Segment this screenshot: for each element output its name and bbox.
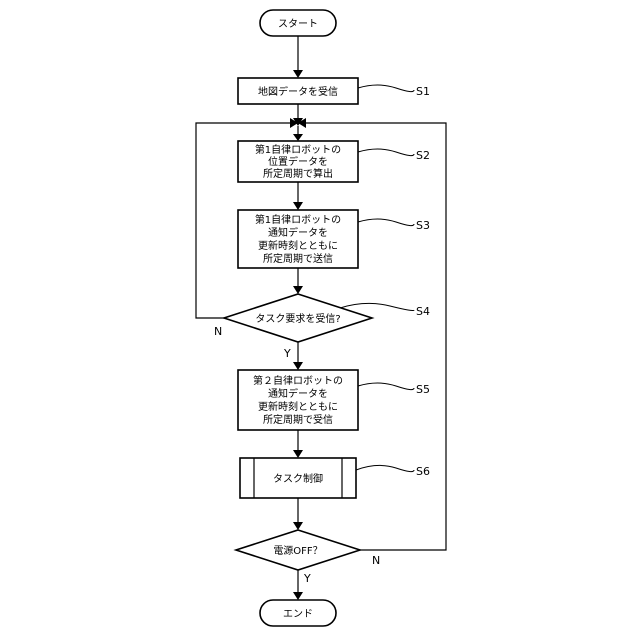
step-label-s1: S1 [358, 85, 430, 98]
end-terminal: エンド [260, 600, 336, 626]
step-label-s5: S5 [358, 383, 430, 396]
process-s3-line-1: 第1自律ロボットの [255, 213, 341, 226]
process-s5-line-2: 通知データを [268, 387, 328, 400]
process-s6-label: タスク制御 [273, 472, 323, 485]
process-s3: 第1自律ロボットの 通知データを 更新時刻とともに 所定周期で送信 [238, 210, 358, 268]
step-s3-text: S3 [416, 219, 430, 232]
step-s4-text: S4 [416, 305, 430, 318]
decision-power-off-yes-label: Y [303, 572, 311, 585]
step-s6-text: S6 [416, 465, 430, 478]
step-s5-text: S5 [416, 383, 430, 396]
decision-power-off-no-label: N [372, 554, 380, 567]
process-s2-line-3: 所定周期で算出 [263, 167, 333, 180]
start-terminal: スタート [260, 10, 336, 36]
process-s1: 地図データを受信 [238, 78, 358, 104]
decision-s4: タスク要求を受信? [224, 294, 372, 342]
decision-s4-label: タスク要求を受信? [255, 313, 340, 325]
decision-s4-yes-label: Y [283, 347, 291, 360]
process-s3-line-3: 更新時刻とともに [258, 239, 338, 252]
decision-power-off: 電源OFF？ [236, 530, 360, 570]
step-s2-text: S2 [416, 149, 430, 162]
process-s1-line-1: 地図データを受信 [258, 85, 338, 98]
end-label: エンド [283, 609, 313, 620]
process-s5: 第２自律ロボットの 通知データを 更新時刻とともに 所定周期で受信 [238, 370, 358, 430]
process-s3-line-4: 所定周期で送信 [263, 252, 333, 265]
process-s2: 第1自律ロボットの 位置データを 所定周期で算出 [238, 141, 358, 182]
process-s6: タスク制御 [240, 458, 356, 498]
decision-power-off-label: 電源OFF？ [273, 544, 322, 557]
step-label-s6: S6 [356, 465, 430, 478]
process-s5-line-1: 第２自律ロボットの [253, 374, 343, 387]
step-s1-text: S1 [416, 85, 430, 98]
decision-s4-no-label: N [214, 325, 222, 338]
start-label: スタート [278, 18, 318, 30]
process-s5-line-3: 更新時刻とともに [258, 400, 338, 413]
step-label-s3: S3 [358, 219, 430, 232]
process-s3-line-2: 通知データを [268, 226, 328, 239]
step-label-s2: S2 [358, 149, 430, 162]
process-s2-line-2: 位置データを [268, 155, 328, 168]
process-s2-line-1: 第1自律ロボットの [255, 143, 341, 156]
process-s5-line-4: 所定周期で受信 [263, 413, 333, 426]
